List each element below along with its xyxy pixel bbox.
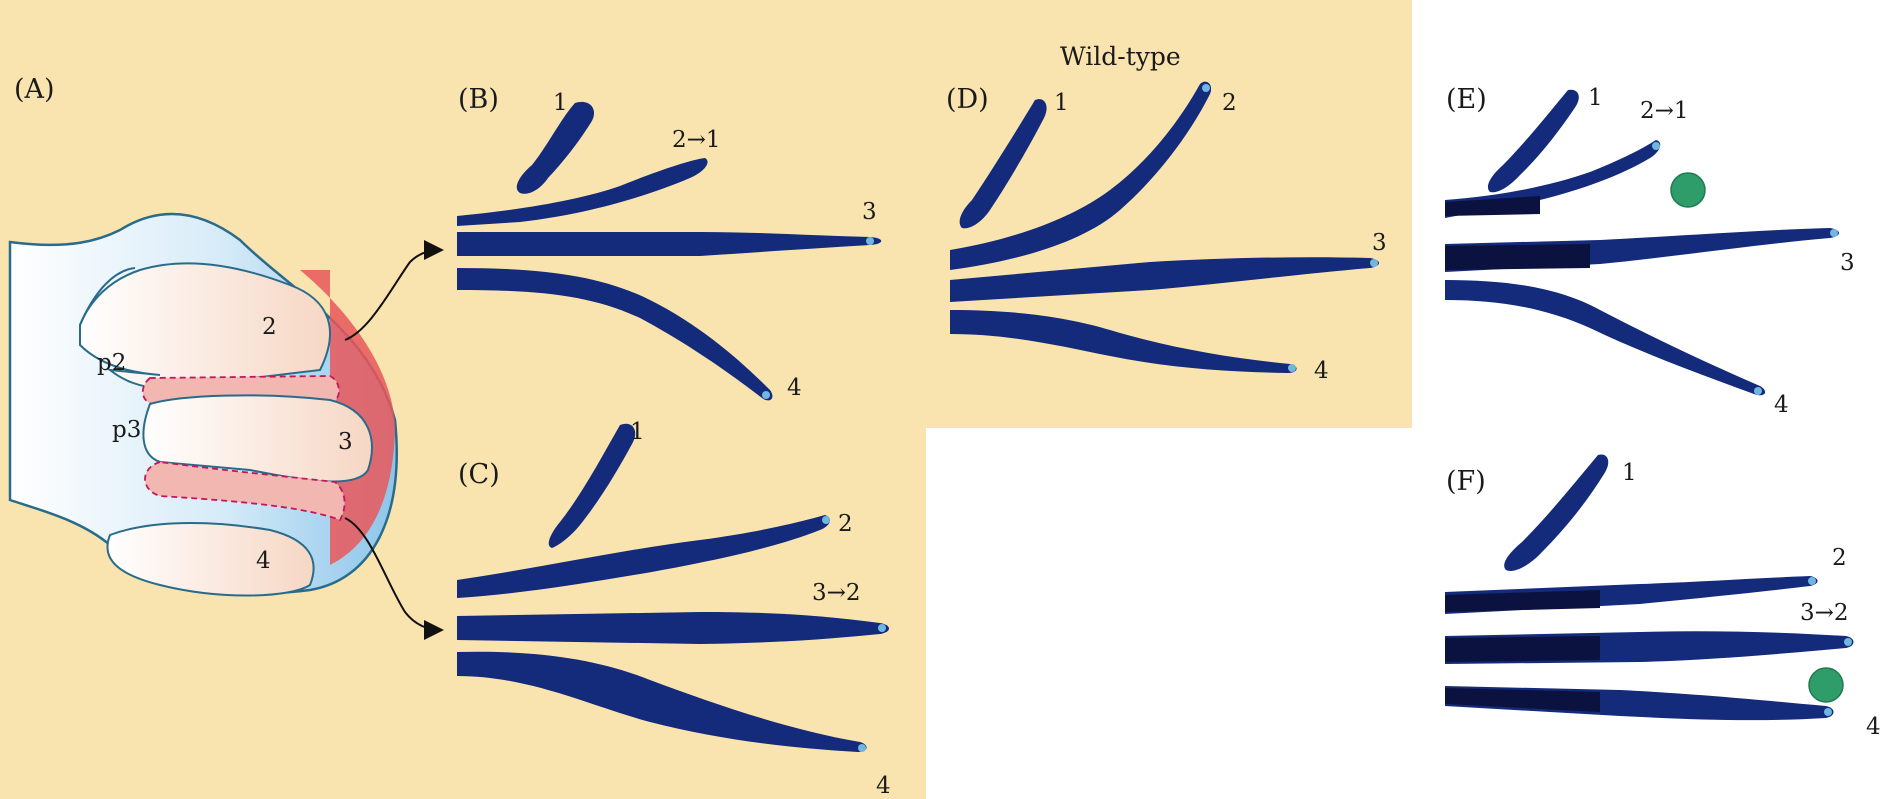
c-tip-2: [822, 516, 830, 524]
b-tip-3: [866, 237, 874, 245]
f-digit-1: 1: [1622, 460, 1637, 486]
f-bone-1: [1504, 454, 1608, 570]
d-tip-4: [1288, 364, 1296, 372]
panel-e: (E) 1 2→1 3 4: [1445, 84, 1855, 418]
c-tip-4: [858, 744, 866, 752]
a-interdigit-p2: p2: [97, 350, 126, 376]
e-bone-4: [1445, 280, 1765, 395]
c-tip-3: [878, 624, 886, 632]
d-digit-4: 4: [1314, 358, 1329, 384]
c-digit-1: 1: [630, 419, 645, 445]
e-bone-3-core: [1445, 244, 1590, 270]
bead-icon: [1671, 173, 1705, 207]
e-bone-1: [1488, 90, 1579, 193]
b-digit-3: 3: [862, 199, 877, 225]
e-digit-2: 2→1: [1640, 98, 1689, 124]
e-tip-4: [1754, 387, 1762, 395]
c-digit-4: 4: [876, 773, 891, 799]
panel-d-title: Wild-type: [1060, 42, 1181, 71]
c-digit-2: 2: [838, 511, 853, 537]
f-digit-3: 3→2: [1800, 600, 1849, 626]
d-digit-1: 1: [1054, 90, 1069, 116]
d-tip-3: [1370, 259, 1378, 267]
e-digit-4: 4: [1774, 392, 1789, 418]
f-bone-3-core: [1445, 636, 1600, 662]
panel-e-label: (E): [1446, 84, 1487, 115]
panel-b-label: (B): [458, 84, 499, 115]
a-digit-2: 2: [262, 314, 277, 340]
e-digit-3: 3: [1840, 250, 1855, 276]
f-digit-2: 2: [1832, 545, 1847, 571]
b-digit-1: 1: [553, 90, 568, 116]
d-tip-2: [1202, 84, 1210, 92]
bead-icon: [1809, 668, 1843, 702]
a-digit-3: 3: [338, 429, 353, 455]
f-digit-4: 4: [1866, 714, 1881, 740]
panel-a-label: (A): [14, 74, 55, 105]
f-tip-2: [1808, 577, 1816, 585]
b-tip-4: [762, 391, 770, 399]
e-digit-1: 1: [1588, 85, 1603, 111]
panel-d-label: (D): [946, 84, 989, 115]
b-digit-4: 4: [787, 375, 802, 401]
e-tip-2: [1652, 142, 1660, 150]
f-tip-3: [1844, 638, 1852, 646]
a-digit-4: 4: [256, 548, 271, 574]
a-interdigit-p3: p3: [112, 417, 141, 443]
f-tip-4: [1824, 708, 1832, 716]
panel-f-label: (F): [1446, 466, 1486, 497]
d-digit-3: 3: [1372, 230, 1387, 256]
b-digit-2: 2→1: [672, 127, 721, 153]
panel-c-label: (C): [458, 459, 500, 490]
e-tip-3: [1830, 229, 1838, 237]
panel-f: (F) 1 2 3→2 4: [1445, 454, 1881, 740]
c-digit-3: 3→2: [812, 580, 861, 606]
d-digit-2: 2: [1222, 90, 1237, 116]
